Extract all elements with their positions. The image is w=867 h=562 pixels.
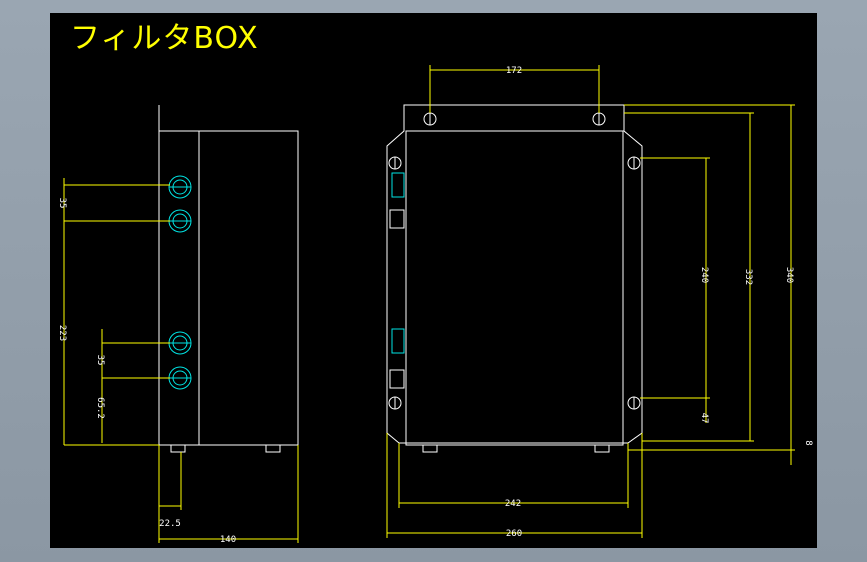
dim-260: 260 [506,529,522,539]
dim-240: 240 [699,267,709,283]
dim-8: 8 [803,440,813,445]
mounting-hole-left-upper [388,156,402,170]
dim-172: 172 [506,66,522,76]
mounting-hole-left-lower [388,396,402,410]
dim-332: 332 [743,269,753,285]
mounting-hole-right-lower [627,396,641,410]
gland-stub-3 [389,209,405,229]
mounting-hole-top-left [423,112,437,126]
cad-drawing: 35 223 35 65.2 22.5 140 [57,65,813,545]
dim-35-upper: 35 [57,198,67,209]
dim-47: 47 [699,413,709,424]
cable-glands [168,175,192,390]
gland-stub-2 [391,328,405,354]
side-dimension-labels: 35 223 35 65.2 22.5 140 [57,198,236,545]
dim-223: 223 [57,325,67,341]
front-body-outline [405,130,624,446]
front-view [386,104,643,453]
front-side-components [391,172,405,354]
dim-22-5: 22.5 [159,519,181,529]
side-dimensions [63,178,299,543]
front-foot-left [422,444,438,453]
mounting-holes [388,112,641,410]
cable-gland-4 [168,366,192,390]
cable-gland-1 [168,175,192,199]
cable-gland-3 [168,331,192,355]
mounting-hole-right-upper [627,156,641,170]
cad-viewport[interactable]: フィルタBOX [50,13,817,548]
side-foot-right [265,444,281,453]
dim-242: 242 [505,499,521,509]
front-foot-right [594,444,610,453]
dim-65-2: 65.2 [95,397,105,419]
dim-340: 340 [784,267,794,283]
dim-35-lower: 35 [95,355,105,366]
drawing-title: フィルタBOX [70,21,259,56]
mounting-plate-outline [386,104,643,444]
side-body-outline [158,130,299,446]
front-dimensions [386,65,795,538]
gland-stub-4 [389,369,405,389]
dim-140: 140 [220,535,236,545]
side-view [158,105,299,453]
mounting-hole-top-right [592,112,606,126]
gland-stub-1 [391,172,405,198]
front-dimension-labels: 172 240 47 332 340 8 242 260 [505,66,813,539]
side-foot-left [170,444,186,453]
cable-gland-2 [168,209,192,233]
